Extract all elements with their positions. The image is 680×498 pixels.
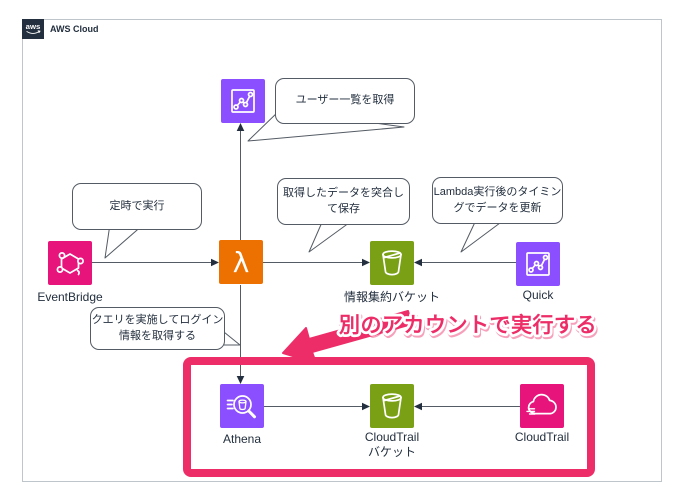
athena-icon bbox=[226, 395, 256, 419]
svg-text:λ: λ bbox=[233, 246, 250, 279]
arrowhead-into-ctbucket-left bbox=[362, 402, 370, 411]
label-line: CloudTrail bbox=[364, 430, 420, 444]
quicksight-chart-icon bbox=[526, 252, 550, 276]
label-athena: Athena bbox=[222, 432, 262, 446]
bubble-text: クエリを実施してログイン bbox=[91, 313, 224, 326]
arrowhead-into-lambda bbox=[211, 258, 219, 267]
bubble-text: 情報を取得する bbox=[119, 329, 196, 342]
arrowhead-into-quicksight-top bbox=[236, 123, 245, 131]
aws-logo-text: aws bbox=[26, 22, 41, 31]
s3-bucket-icon bbox=[382, 250, 402, 276]
speech-bubble-merge-save: 取得したデータを突合し て保存 bbox=[277, 178, 410, 225]
connector-lines bbox=[92, 129, 520, 407]
frame-title: AWS Cloud bbox=[50, 24, 99, 34]
arrowhead-into-athena bbox=[236, 376, 245, 384]
s3-bucket-icon bbox=[382, 393, 402, 419]
bubble-text: 定時で実行 bbox=[109, 199, 165, 212]
label-line: バケット bbox=[367, 445, 416, 459]
label-quicksight: Quick bbox=[522, 288, 554, 302]
bubble-text: 取得したデータを突合し bbox=[283, 186, 404, 199]
speech-bubble-quick-update: Lambda実行後のタイミン グでデータを更新 bbox=[432, 177, 563, 224]
node-quicksight-top bbox=[221, 79, 265, 123]
aws-logo: aws bbox=[22, 19, 44, 39]
label-info-bucket: 情報集約バケット bbox=[343, 290, 441, 304]
speech-bubble-user-list: ユーザー一覧を取得 bbox=[275, 78, 415, 124]
aws-cloud-frame bbox=[22, 19, 662, 482]
arrowhead-into-infobucket-left bbox=[362, 258, 370, 267]
arrowhead-into-infobucket-right bbox=[414, 258, 422, 267]
node-info-bucket bbox=[370, 241, 414, 285]
node-lambda: λ bbox=[219, 240, 263, 284]
bubble-text: ユーザー一覧を取得 bbox=[295, 94, 395, 107]
node-quicksight bbox=[516, 242, 560, 286]
bubble-text: て保存 bbox=[327, 202, 360, 215]
speech-bubble-schedule: 定時で実行 bbox=[72, 183, 202, 230]
bubble-text: Lambda実行後のタイミン bbox=[433, 185, 562, 198]
label-cloudtrail: CloudTrail bbox=[514, 430, 570, 444]
lambda-icon: λ bbox=[233, 246, 250, 279]
annotation-text: 別のアカウントで実行する bbox=[339, 313, 597, 337]
bubble-tail-quick-update bbox=[460, 219, 505, 253]
node-cloudtrail bbox=[520, 384, 564, 428]
aws-logo-icon: aws bbox=[26, 22, 41, 34]
arrowhead-into-ctbucket-right bbox=[414, 402, 422, 411]
label-eventbridge: EventBridge bbox=[37, 290, 103, 304]
highlight-box-other-account bbox=[183, 357, 595, 477]
quicksight-chart-icon bbox=[231, 89, 255, 113]
node-athena bbox=[220, 384, 264, 428]
speech-bubble-query-login: クエリを実施してログイン 情報を取得する bbox=[90, 307, 225, 350]
node-eventbridge bbox=[48, 241, 92, 285]
eventbridge-icon bbox=[56, 252, 84, 276]
bubble-text: グでデータを更新 bbox=[453, 201, 542, 214]
node-cloudtrail-bucket bbox=[370, 384, 414, 428]
label-cloudtrail-bucket: CloudTrail バケット bbox=[365, 430, 419, 460]
cloudtrail-icon bbox=[526, 393, 557, 415]
arrowheads bbox=[211, 123, 422, 411]
